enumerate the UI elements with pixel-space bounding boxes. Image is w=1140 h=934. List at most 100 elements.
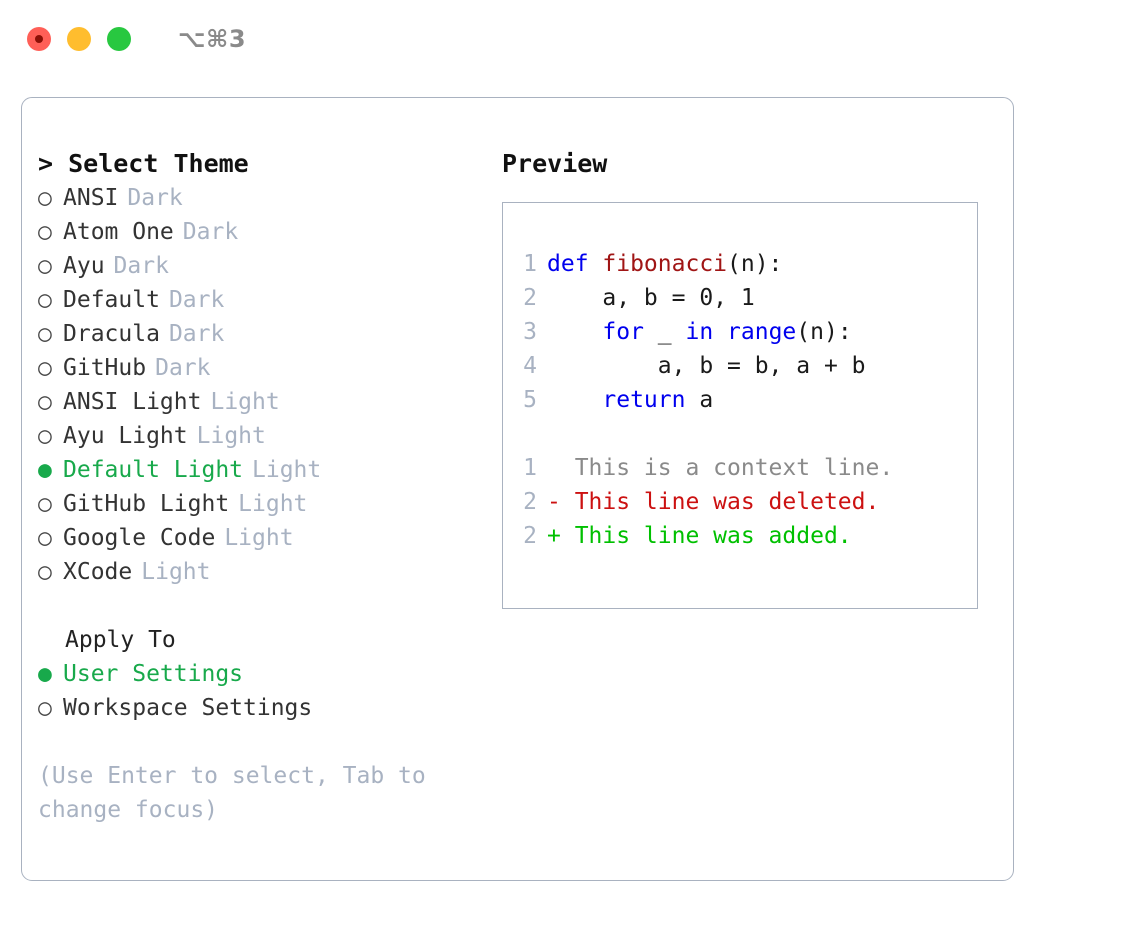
traffic-light-group xyxy=(27,27,131,51)
theme-option-label: Default Light xyxy=(63,457,244,483)
radio-selected-icon: ● xyxy=(38,661,52,687)
code-text: def fibonacci(n): xyxy=(547,247,782,281)
theme-option-label: GitHub Light xyxy=(63,491,230,517)
radio-unselected-icon: ○ xyxy=(38,355,52,381)
code-line: 3 for _ in range(n): xyxy=(503,315,977,349)
line-number: 2 xyxy=(523,523,537,549)
code-token: (n): xyxy=(727,251,783,277)
close-button[interactable] xyxy=(27,27,51,51)
theme-option-github-light[interactable]: ○ GitHub Light Light xyxy=(38,487,498,521)
theme-option-tag: Dark xyxy=(127,185,183,211)
line-number: 1 xyxy=(523,455,537,481)
radio-unselected-icon: ○ xyxy=(38,695,52,721)
theme-option-tag: Dark xyxy=(168,321,225,347)
radio-unselected-icon: ○ xyxy=(38,559,52,585)
line-number: 3 xyxy=(523,319,537,345)
theme-option-tag: Light xyxy=(224,525,294,551)
code-text: - This line was deleted. xyxy=(547,485,879,519)
theme-option-ansi[interactable]: ○ ANSI Dark xyxy=(38,181,498,215)
window-title: ⌥⌘3 xyxy=(178,25,247,53)
theme-option-tag: Dark xyxy=(168,287,225,313)
code-token: - This line was deleted. xyxy=(547,489,880,515)
code-token: in xyxy=(685,319,714,345)
code-text: for _ in range(n): xyxy=(547,315,852,349)
radio-unselected-icon: ○ xyxy=(38,321,52,347)
theme-option-label: Dracula xyxy=(63,321,160,347)
theme-option-ayu[interactable]: ○ Ayu Dark xyxy=(38,249,498,283)
code-token: return xyxy=(602,387,686,413)
title-bar: ⌥⌘3 xyxy=(0,0,1140,78)
code-token: a xyxy=(685,387,714,413)
apply-to-option-user-settings[interactable]: ● User Settings xyxy=(38,657,498,691)
theme-option-tag: Dark xyxy=(155,355,211,381)
diff-line: 2 + This line was added. xyxy=(503,519,977,553)
theme-option-tag: Light xyxy=(196,423,266,449)
diff-sample: 1 This is a context line. 2 - This line wa… xyxy=(503,451,977,553)
apply-to-header: Apply To xyxy=(65,627,176,653)
code-token: This is a context line. xyxy=(547,455,894,481)
code-line: 1 def fibonacci(n): xyxy=(503,247,977,281)
apply-to-option-workspace-settings[interactable]: ○ Workspace Settings xyxy=(38,691,498,725)
code-token: (n): xyxy=(796,319,852,345)
code-text: a, b = b, a + b xyxy=(547,349,866,383)
code-token: a, b = b, a + b xyxy=(547,353,866,379)
theme-option-default-light[interactable]: ● Default Light Light xyxy=(38,453,498,487)
code-line: 5 return a xyxy=(503,383,977,417)
theme-option-label: XCode xyxy=(63,559,133,585)
apply-to-option-label: Workspace Settings xyxy=(63,695,313,721)
code-token xyxy=(547,319,602,345)
select-theme-header: > Select Theme xyxy=(38,149,249,178)
theme-option-tag: Light xyxy=(210,389,280,415)
theme-option-ayu-light[interactable]: ○ Ayu Light Light xyxy=(38,419,498,453)
code-text: + This line was added. xyxy=(547,519,852,553)
preview-header: Preview xyxy=(502,149,608,178)
minimize-button[interactable] xyxy=(67,27,91,51)
code-token: fibonacci xyxy=(602,251,728,277)
code-line: 2 a, b = 0, 1 xyxy=(503,281,977,315)
theme-option-label: GitHub xyxy=(63,355,147,381)
theme-option-tag: Dark xyxy=(113,253,169,279)
code-token: + This line was added. xyxy=(547,523,852,549)
code-token: def xyxy=(547,251,603,277)
code-text: a, b = 0, 1 xyxy=(547,281,754,315)
line-number: 2 xyxy=(523,489,537,515)
keyboard-hint-text: (Use Enter to select, Tab to change focu… xyxy=(38,763,426,823)
apply-to-option-list: ● User Settings ○ Workspace Settings xyxy=(38,657,498,725)
maximize-button[interactable] xyxy=(107,27,131,51)
theme-option-label: Ayu xyxy=(63,253,105,279)
theme-option-tag: Light xyxy=(252,457,322,483)
radio-selected-icon: ● xyxy=(38,457,52,483)
radio-unselected-icon: ○ xyxy=(38,185,52,211)
theme-option-label: Ayu Light xyxy=(63,423,188,449)
theme-option-label: ANSI xyxy=(63,185,119,211)
line-number: 2 xyxy=(523,285,537,311)
code-token xyxy=(547,387,602,413)
theme-option-github[interactable]: ○ GitHub Dark xyxy=(38,351,498,385)
radio-unselected-icon: ○ xyxy=(38,491,52,517)
theme-option-dracula[interactable]: ○ Dracula Dark xyxy=(38,317,498,351)
line-number: 5 xyxy=(523,387,537,413)
code-token: range xyxy=(727,319,797,345)
code-text: This is a context line. xyxy=(547,451,894,485)
radio-unselected-icon: ○ xyxy=(38,389,52,415)
radio-unselected-icon: ○ xyxy=(38,287,52,313)
radio-unselected-icon: ○ xyxy=(38,423,52,449)
radio-unselected-icon: ○ xyxy=(38,219,52,245)
line-number: 1 xyxy=(523,251,537,277)
apply-to-option-label: User Settings xyxy=(63,661,244,687)
radio-unselected-icon: ○ xyxy=(38,253,52,279)
radio-unselected-icon: ○ xyxy=(38,525,52,551)
theme-option-label: Atom One xyxy=(63,219,174,245)
line-number: 4 xyxy=(523,353,537,379)
theme-option-tag: Light xyxy=(238,491,308,517)
